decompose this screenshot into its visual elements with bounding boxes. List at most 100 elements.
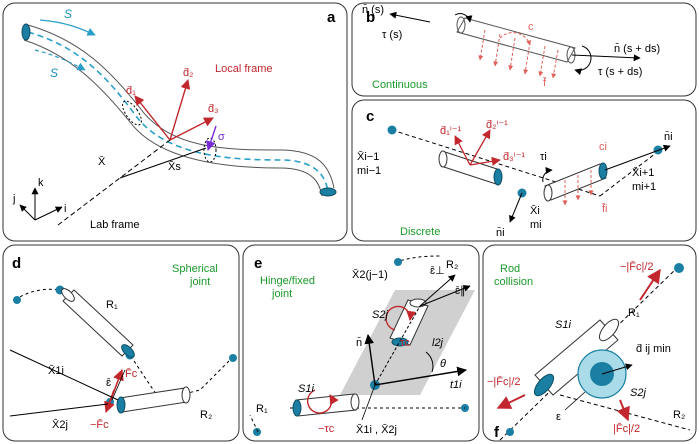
c-f-i-label: f̄i [602,202,608,215]
c-d3-arrow [469,156,501,166]
e-neg-tau-c-curl [306,389,339,414]
lab-frame-label: Lab frame [90,219,140,231]
tau-sds-label: τ (s + ds) [598,66,642,78]
f-caption-1: Rod [500,263,520,275]
d-neg-fc-label: −F̄c [90,418,109,431]
panel-b: b n̄ (s) τ (s) c f̄ n̄ (s + ds) τ (s + d… [351,2,697,97]
panel-d: d Spherical joint R₁ R₂ X̄1i X̄2j ɛ̄ F̄c… [2,244,240,442]
d1-label: d̄₁ [126,85,136,97]
c-tau-i-label: τi [540,151,547,163]
c-m-im1-label: mi−1 [357,165,381,177]
rod-edge-lower [23,39,323,197]
segment-end-left [456,16,466,34]
e-x-pair-label: X̄1i , X̄2j [356,423,397,436]
e-theta-label: θ [440,358,446,370]
discrete-centerline [391,129,601,197]
f-label: f̄ [543,76,547,89]
panel-f-letter: f [494,424,500,441]
d-fc-label: F̄c [125,367,138,380]
panel-f: f Rod collision R₁ R₂ −|F̄c|/2 −|F̄c|/2 … [482,244,697,442]
segment-i-end-a [543,184,553,202]
i-label: i [64,203,66,215]
panel-c-frame [351,99,697,242]
i-axis [34,206,63,221]
f-caption-2: collision [494,276,533,288]
c-n-i-left-arrow [509,192,523,223]
d-node-4 [229,354,237,362]
d-centerline [14,288,233,401]
continuous-caption: Continuous [372,79,428,91]
d-x1i-label: X̄1i [48,364,64,377]
f-neg-fc-left-arrow [496,394,526,409]
s-label-bottom: S [50,66,58,80]
panel-c: c d̄₁ⁱ⁻¹ d̄₂ⁱ⁻¹ d̄₃ⁱ⁻¹ X̄i−1 mi−1 τi ci … [351,99,697,242]
c-tau-curl [542,167,553,183]
f-fc-arrow [616,399,630,422]
panel-b-letter: b [366,9,375,26]
e-r2-label: R₂ [446,259,458,271]
c-x-im1-label: X̄i−1 [357,150,379,163]
f-eps-label: ε [556,411,561,423]
c-m-ip1-label: mi+1 [632,181,656,193]
node-i-minus-1 [387,125,397,135]
local-frame-label: Local frame [215,63,272,75]
d-r1-label: R₁ [106,299,118,311]
d-neg-fc-arrow [104,389,115,414]
c-n-i-right-arrow [604,144,671,171]
c-d2-arrow [469,129,491,166]
e-rod-2-end-b [391,337,409,347]
d-x1i-line [9,349,119,401]
d3-arrow [169,117,214,141]
f-rod-1-end-b [598,318,620,342]
e-l2j-label: l2j [432,337,444,349]
f-s2j-label: S2j [630,387,646,399]
d-caption-2: joint [189,276,210,288]
f-dmin-label: d̄ ij min [636,343,671,355]
f-neg-fc-top-label: −|F̄c|/2 [620,260,654,273]
n-sds-arrow [571,54,641,62]
d2-arrow [169,79,191,141]
e-rod-1-end-a [292,399,302,417]
c-forces [562,170,594,206]
e-node-top [394,258,402,266]
d-node-1 [13,296,21,304]
f-fc-label: |F̄c|/2 [613,422,640,435]
rod-end-left [21,23,31,41]
e-r1-label: R₁ [256,403,268,415]
c-label: c [528,21,534,33]
rod-end-right [319,187,337,197]
c-m-i-label: mi [530,219,542,231]
cross-section-1 [122,100,142,126]
d-e-label: ɛ̄ [106,377,111,389]
f-rod-2-axis [559,394,691,431]
c-d1-arrow [454,135,471,166]
e-caption-1: Hinge/fixed [260,275,315,287]
x-label: X̄ [98,155,106,168]
e-x2jm1-label: X̄2(j−1) [352,268,388,281]
f-r1-label: R₁ [628,307,640,319]
segment-i-minus-1-end-b [493,168,503,186]
cross-section-2 [203,137,217,163]
tau-s-curl [454,13,473,23]
f-node-top [674,263,684,273]
d-rod-1-end-b [121,344,135,358]
e-s2j-label: S2j [372,309,388,321]
panel-a-letter: a [327,9,336,26]
sigma-label: σ [218,131,225,143]
j-axis [19,204,36,221]
e-e-par-label: ɛ̄∥ [455,285,466,297]
d-rod-2-end-a [116,396,126,414]
e-rod-1-end-b [350,393,360,411]
f-rod-1-end-a [533,373,555,397]
e-e-perp-arrow [419,274,456,307]
c-d2-label: d̄₂ⁱ⁻¹ [486,119,508,131]
discrete-centerline-2 [599,149,661,197]
e-t1i-arrow [374,366,467,386]
d2-label: d̄₂ [183,67,193,79]
s-label-top: S [64,7,72,21]
e-s1i-label: S1i [298,383,314,395]
f-neg-fc-left-label: −|F̄c|/2 [487,375,521,388]
n-sds-label: n̄ (s + ds) [614,42,660,55]
segment-body [456,17,576,63]
